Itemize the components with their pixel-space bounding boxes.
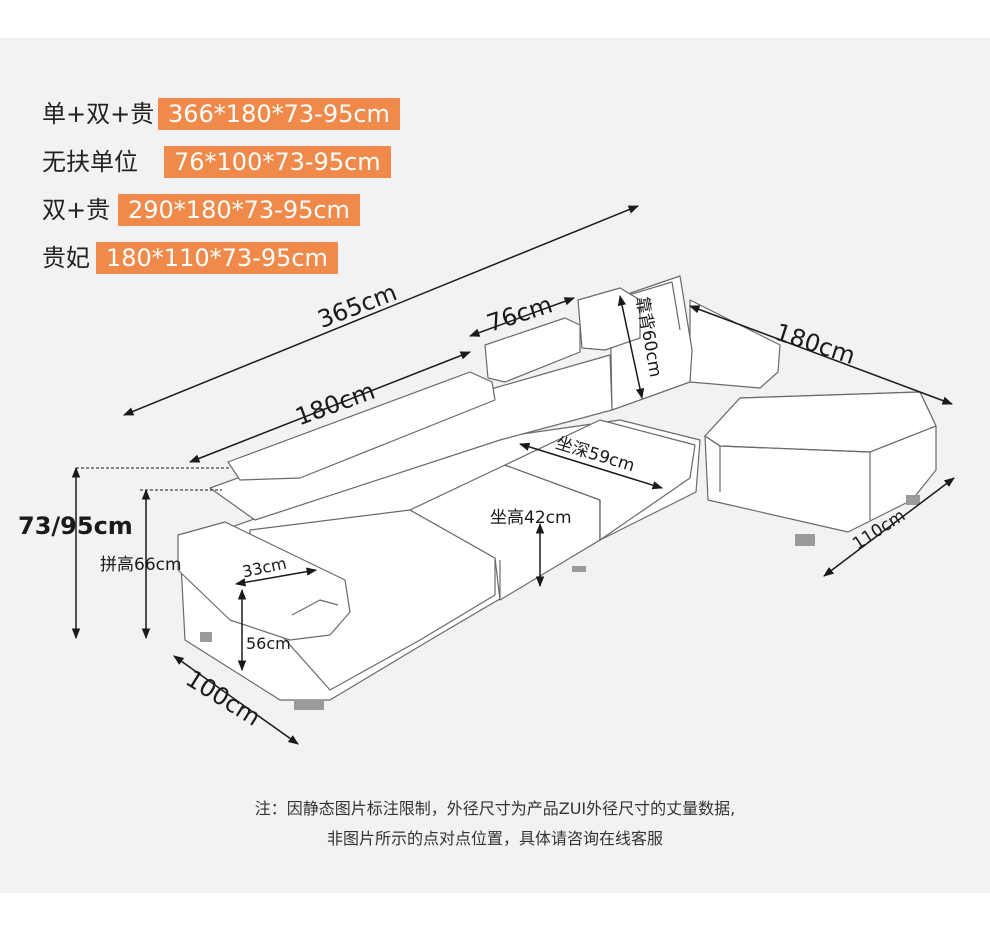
note-line-2: 非图片所示的点对点位置，具体请咨询在线客服 (326, 829, 663, 848)
arm-side-height-label: 56cm (246, 634, 291, 653)
dimension-lines (71, 205, 955, 745)
depth-line (173, 655, 299, 745)
chaise-width-line (823, 477, 955, 577)
variant-dims-badge: 290*180*73-95cm (118, 194, 360, 226)
variant-name: 双+贵 (42, 196, 111, 224)
note-line-1: 注：因静态图片标注限制，外径尺寸为产品ZUI外径尺寸的丈量数据, (254, 799, 736, 818)
foot-5 (200, 632, 212, 642)
overall-height-label: 73/95cm (18, 512, 133, 540)
backrest-height-line (617, 294, 645, 400)
arm-width-line (234, 567, 318, 587)
chaise-length-line (689, 305, 953, 405)
seat-height-label: 坐高42cm (490, 508, 572, 528)
seat-depth-line (518, 442, 664, 490)
arm-height-label: 拼高66cm (100, 555, 182, 575)
extension-lines (76, 467, 230, 491)
foot-2 (795, 534, 815, 546)
section-length-line (189, 351, 471, 463)
variant-dims-badge: 76*100*73-95cm (164, 146, 391, 178)
foot-3 (906, 495, 920, 505)
headrest-width-line (469, 297, 575, 337)
variant-name: 贵妃 (42, 244, 90, 272)
foot-4 (572, 566, 586, 572)
variant-name: 单+双+贵 (42, 100, 155, 128)
variant-dims-badge: 366*180*73-95cm (158, 98, 400, 130)
foot-1 (294, 700, 324, 710)
headrest-right (577, 287, 641, 351)
chaise-arm (689, 299, 781, 389)
variant-name: 无扶单位 (42, 148, 138, 176)
variant-dims-badge: 180*110*73-95cm (96, 242, 338, 274)
